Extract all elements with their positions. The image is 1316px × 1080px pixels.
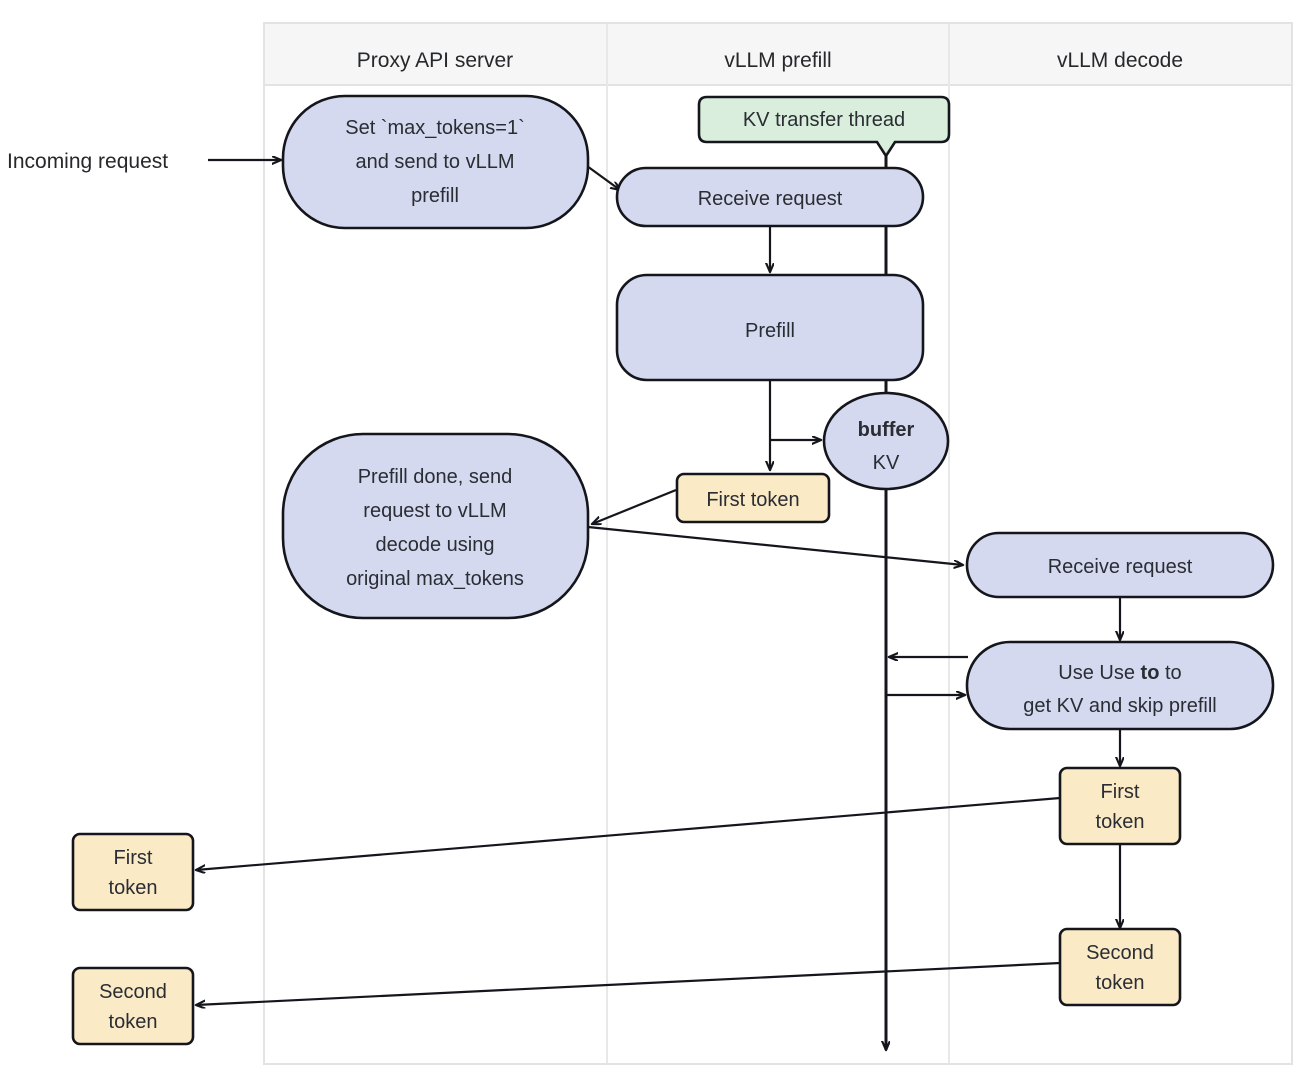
prefill-done-line-4: original max_tokens	[346, 568, 524, 590]
node-proxy-first-token[interactable]: First token	[71, 832, 195, 912]
set-max-tokens-line-2: and send to vLLM	[356, 151, 515, 173]
node-drop-select[interactable]: Use Use to to get KV and skip prefill	[965, 640, 1275, 731]
decode-first-token-shape	[1058, 766, 1182, 846]
drop-select-line-2: get KV and skip prefill	[1023, 695, 1216, 717]
lane-title-prefill: vLLM prefill	[724, 49, 831, 72]
edges	[196, 160, 1120, 1005]
prefill-receive-request-shape	[615, 166, 925, 228]
decode-receive-request-label: Receive request	[1048, 556, 1193, 578]
incoming-request-label: Incoming request	[7, 150, 168, 173]
decode-first-token-line-2: token	[1096, 811, 1145, 833]
prefill-done-line-1: Prefill done, send	[358, 466, 513, 488]
drop-select-shape	[965, 640, 1275, 731]
proxy-first-token-line-2: token	[109, 877, 158, 899]
edge-decode-first-token-to-proxy-first-token	[196, 796, 1061, 870]
buffer-kv-line-1: buffer	[858, 419, 915, 441]
edge-prefill-done-to-decode-receive-request	[587, 525, 963, 565]
set-max-tokens-shape	[281, 94, 590, 230]
proxy-second-token-line-2: token	[109, 1011, 158, 1033]
node-decode-receive-request[interactable]: Receive request	[965, 531, 1275, 599]
prefill-done-shape	[281, 432, 590, 620]
node-prefill-first-token[interactable]: First token	[675, 472, 831, 524]
node-decode-second-token[interactable]: Second token	[1058, 927, 1182, 1007]
node-decode-first-token[interactable]: First token	[1058, 766, 1182, 846]
lane-title-proxy: Proxy API server	[357, 49, 513, 72]
prefill-done-line-3: decode using	[376, 534, 495, 556]
node-buffer-kv[interactable]: buffer KV	[822, 391, 950, 491]
prefill-first-token-shape	[675, 472, 831, 524]
node-prefill-receive-request[interactable]: Receive request	[615, 166, 925, 228]
decode-second-token-shape	[1058, 927, 1182, 1007]
decode-receive-request-shape	[965, 531, 1275, 599]
proxy-first-token-shape	[71, 832, 195, 912]
edge-first-token-to-prefill-done	[592, 488, 677, 524]
drop-select-line-1: Use Use to to	[1058, 662, 1181, 684]
prefill-label: Prefill	[745, 320, 795, 342]
swimlane-header-band	[265, 24, 1291, 85]
node-set-max-tokens[interactable]: Set `max_tokens=1` and send to vLLM pref…	[281, 94, 590, 230]
prefill-shape	[615, 273, 925, 382]
lane-title-decode: vLLM decode	[1057, 49, 1183, 72]
proxy-first-token-line-1: First	[114, 847, 153, 869]
kv-transfer-thread-label: KV transfer thread	[743, 109, 905, 131]
buffer-kv-shape	[822, 391, 950, 491]
prefill-first-token-label: First token	[706, 489, 799, 511]
node-kv-transfer-thread[interactable]: KV transfer thread	[697, 95, 951, 159]
proxy-second-token-shape	[71, 966, 195, 1046]
buffer-kv-line-2: KV	[873, 452, 900, 474]
prefill-done-line-2: request to vLLM	[363, 500, 506, 522]
node-prefill[interactable]: Prefill	[615, 273, 925, 382]
decode-second-token-line-2: token	[1096, 972, 1145, 994]
set-max-tokens-line-3: prefill	[411, 185, 459, 207]
proxy-second-token-line-1: Second	[99, 981, 167, 1003]
prefill-receive-request-label: Receive request	[698, 188, 843, 210]
node-proxy-second-token[interactable]: Second token	[71, 966, 195, 1046]
edge-set-max-tokens-to-receive-request	[586, 165, 620, 190]
node-prefill-done[interactable]: Prefill done, send request to vLLM decod…	[281, 432, 590, 620]
kv-transfer-thread-shape	[697, 95, 951, 159]
decode-first-token-line-1: First	[1101, 781, 1140, 803]
drop-select-term: to	[1141, 662, 1160, 684]
set-max-tokens-line-1: Set `max_tokens=1`	[345, 117, 525, 139]
edge-decode-second-token-to-proxy-second-token	[196, 961, 1061, 1005]
decode-second-token-line-1: Second	[1086, 942, 1154, 964]
